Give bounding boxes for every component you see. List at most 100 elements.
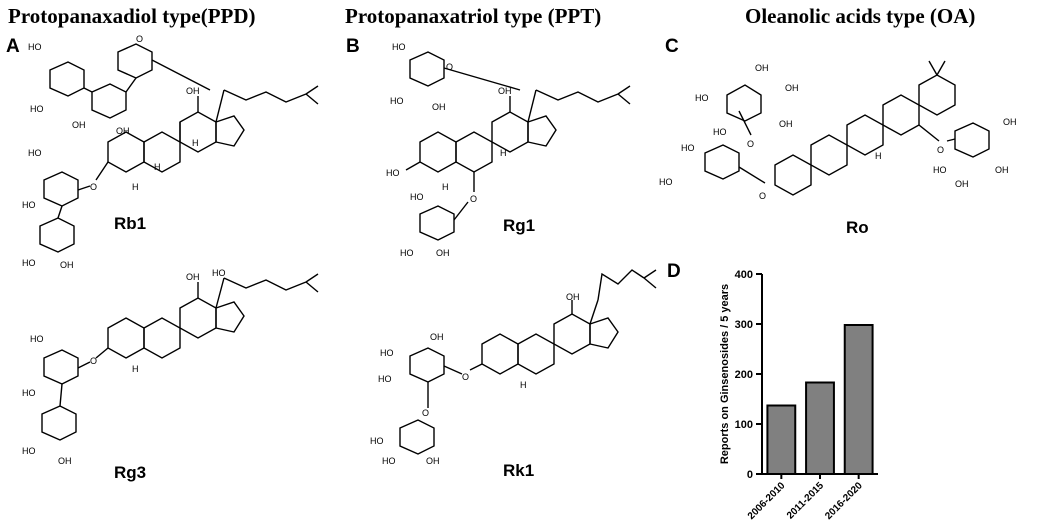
sugar-ring-5 bbox=[39, 217, 75, 253]
atom-label: OH bbox=[186, 272, 200, 282]
x-tick-label: 2011-2015 bbox=[785, 480, 827, 522]
panel-letter-d: D bbox=[667, 261, 681, 282]
atom-label: OH bbox=[1003, 117, 1017, 127]
ring-c bbox=[846, 114, 884, 156]
atom-label: HO bbox=[380, 348, 394, 358]
atom-label: H bbox=[442, 182, 449, 192]
atom-label: HO bbox=[28, 148, 42, 158]
atom-label: HO bbox=[386, 168, 400, 178]
structure-rb1: HO HO OH OH O OH H H H O HO HO HO OH bbox=[22, 34, 319, 270]
atom-label: HO bbox=[933, 165, 947, 175]
y-tick-label: 400 bbox=[735, 269, 753, 281]
atom-label: HO bbox=[370, 436, 384, 446]
atom-label: O bbox=[759, 191, 766, 201]
atom-label: HO bbox=[659, 177, 673, 187]
y-tick-label: 100 bbox=[735, 419, 753, 431]
ring-a bbox=[774, 154, 812, 196]
ring-a bbox=[481, 333, 519, 375]
atom-label: OH bbox=[430, 332, 444, 342]
atom-label: HO bbox=[695, 93, 709, 103]
y-tick-label: 0 bbox=[747, 469, 753, 481]
ring-a bbox=[107, 131, 145, 173]
atom-label: OH bbox=[755, 63, 769, 73]
atom-label: H bbox=[132, 364, 139, 374]
atom-label: OH bbox=[186, 86, 200, 96]
ring-c bbox=[179, 297, 217, 339]
bar bbox=[843, 324, 874, 475]
atom-label: OH bbox=[955, 179, 969, 189]
sugar-ring-2 bbox=[399, 419, 435, 455]
sugar-ring-1 bbox=[49, 61, 85, 97]
atom-label: HO bbox=[28, 42, 42, 52]
sugar-ring-3 bbox=[117, 43, 153, 79]
ring-a bbox=[107, 317, 145, 359]
atom-label: O bbox=[90, 356, 97, 366]
y-axis-label: Reports on Ginsenosides / 5 years bbox=[719, 284, 731, 464]
ring-d bbox=[589, 317, 619, 349]
ring-b bbox=[143, 317, 181, 359]
bar bbox=[805, 381, 835, 475]
compound-label-rg3: Rg3 bbox=[114, 463, 147, 482]
atom-label: HO bbox=[22, 258, 36, 268]
atom-label: OH bbox=[436, 248, 450, 258]
bar-chart: 0 100 200 300 400 2006-20102011-20152016-2020… bbox=[719, 269, 878, 522]
atom-label: O bbox=[90, 182, 97, 192]
atom-label: OH bbox=[426, 456, 440, 466]
atom-label: HO bbox=[392, 42, 406, 52]
sugar-ring-1 bbox=[726, 84, 762, 122]
atom-label: O bbox=[136, 34, 143, 44]
sugar-ring-2 bbox=[41, 405, 77, 441]
atom-label: HO bbox=[22, 446, 36, 456]
ring-c bbox=[491, 111, 529, 153]
chart-bars bbox=[766, 324, 874, 475]
compound-label-rk1: Rk1 bbox=[503, 461, 535, 480]
ring-a bbox=[419, 131, 457, 173]
atom-label: O bbox=[446, 62, 453, 72]
column-title-oa: Oleanolic acids type (OA) bbox=[745, 4, 976, 28]
atom-label: HO bbox=[212, 268, 226, 278]
panel-letter-a: A bbox=[6, 36, 20, 57]
atom-label: O bbox=[747, 139, 754, 149]
atom-label: OH bbox=[995, 165, 1009, 175]
ring-b bbox=[810, 134, 848, 176]
structure-rg1: HO HO OH O OH H H HO O HO HO OH bbox=[386, 42, 631, 258]
atom-label: HO bbox=[30, 334, 44, 344]
sugar-ring-2 bbox=[91, 83, 127, 119]
compound-label-rb1: Rb1 bbox=[114, 214, 147, 233]
atom-label: OH bbox=[498, 86, 512, 96]
structure-rk1: OH H O O OH HO HO HO HO OH bbox=[370, 269, 657, 466]
y-tick-label: 200 bbox=[735, 369, 753, 381]
atom-label: HO bbox=[378, 374, 392, 384]
structure-ro: O OH HO HO OH OH HO HO O O OH HO OH OH H bbox=[659, 60, 1017, 201]
atom-label: HO bbox=[410, 192, 424, 202]
atom-label: OH bbox=[566, 292, 580, 302]
ring-d bbox=[527, 115, 557, 147]
panel-letter-b: B bbox=[346, 36, 360, 57]
column-title-ppd: Protopanaxadiol type(PPD) bbox=[8, 4, 256, 28]
x-tick-label: 2016-2020 bbox=[823, 480, 865, 522]
atom-label: O bbox=[937, 145, 944, 155]
compound-label-rg1: Rg1 bbox=[503, 216, 536, 235]
ring-c bbox=[553, 313, 591, 355]
sugar-ring-4 bbox=[43, 171, 79, 207]
atom-label: O bbox=[422, 408, 429, 418]
structure-rg3: OH HO H O HO HO HO OH bbox=[22, 268, 319, 466]
atom-label: HO bbox=[30, 104, 44, 114]
ring-d bbox=[215, 115, 245, 147]
sugar-ring-2 bbox=[419, 205, 455, 241]
atom-label: HO bbox=[22, 200, 36, 210]
sugar-ring-1 bbox=[409, 347, 445, 383]
atom-label: OH bbox=[785, 83, 799, 93]
y-tick-label: 300 bbox=[735, 319, 753, 331]
ring-b bbox=[143, 131, 181, 173]
atom-label: H bbox=[154, 162, 161, 172]
atom-label: O bbox=[462, 372, 469, 382]
atom-label: HO bbox=[390, 96, 404, 106]
sugar-ring-1 bbox=[43, 349, 79, 385]
atom-label: OH bbox=[60, 260, 74, 270]
bar bbox=[766, 404, 797, 475]
compound-label-ro: Ro bbox=[846, 218, 869, 237]
atom-label: H bbox=[520, 380, 527, 390]
x-tick-label: 2006-2010 bbox=[746, 480, 788, 522]
sugar-ring-1 bbox=[409, 51, 445, 87]
